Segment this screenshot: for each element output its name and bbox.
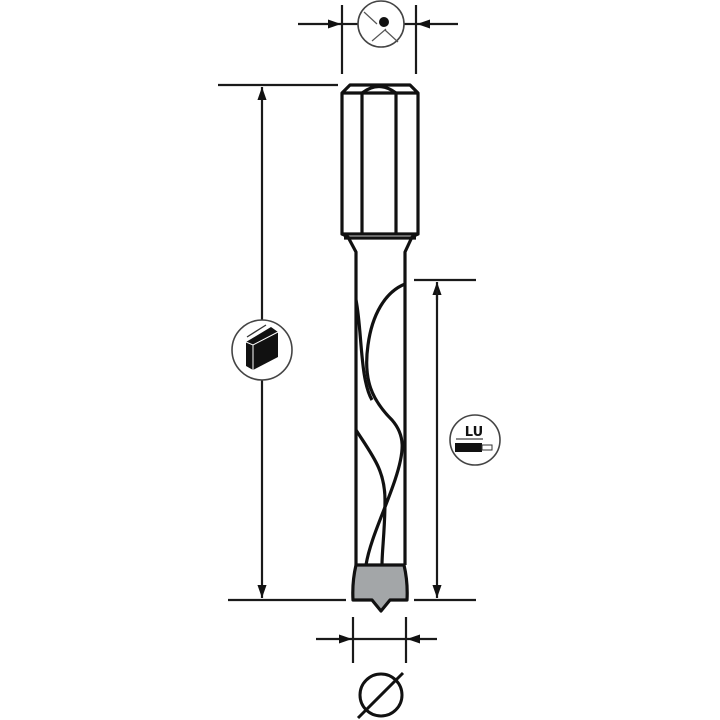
total-length-icon — [231, 319, 293, 381]
shank-diameter-icon — [357, 0, 405, 48]
total-length-dimension — [218, 83, 346, 602]
working-length-icon: LU — [449, 414, 501, 466]
flute-2 — [354, 429, 387, 566]
neck — [341, 232, 419, 565]
cutting-diameter-dimension — [316, 617, 437, 720]
working-length-label: LU — [465, 425, 483, 440]
shank-diameter-dimension — [298, 0, 458, 74]
drill-bit — [340, 83, 420, 613]
working-length-dimension: LU — [414, 278, 501, 602]
cutting-tip — [351, 563, 409, 613]
shank — [340, 83, 420, 236]
diameter-symbol-icon — [356, 671, 405, 720]
